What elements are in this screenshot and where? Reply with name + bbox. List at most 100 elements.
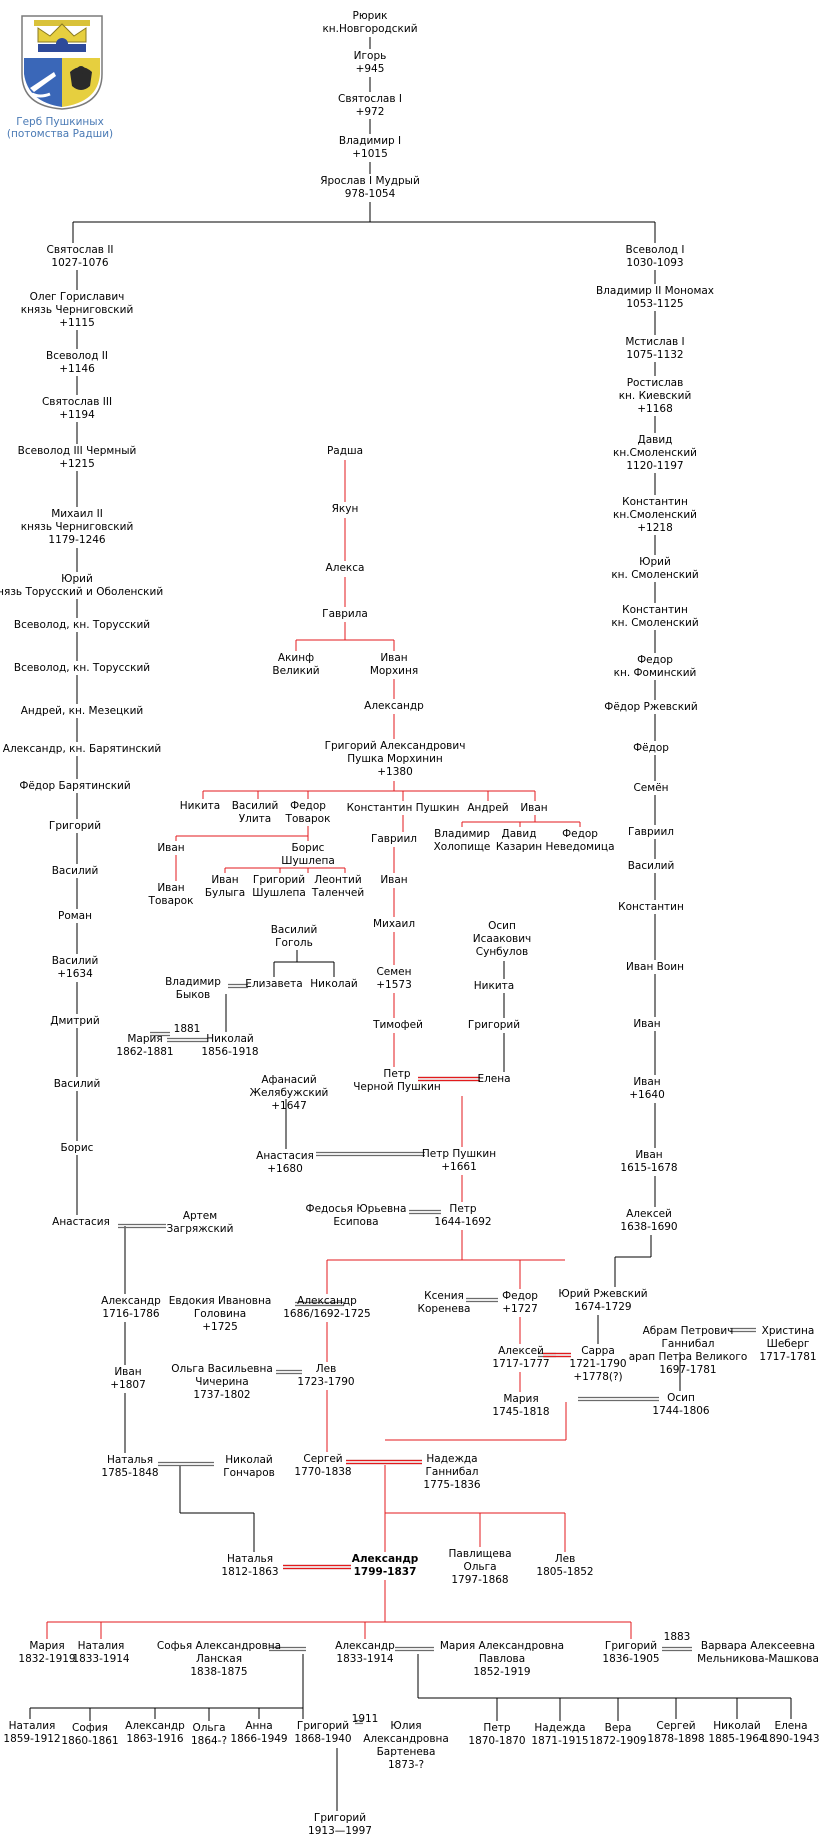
person-alexandr-m: Александр bbox=[364, 700, 424, 712]
person-yuri-r: Юрий Ржевский 1674-1729 bbox=[558, 1288, 648, 1313]
person-ivan-r3: Иван 1615-1678 bbox=[620, 1149, 678, 1174]
person-varvara: Варвара Алексеевна Мельникова-Машкова bbox=[697, 1640, 819, 1665]
person-boris-sh: Борис Шушлепа bbox=[281, 842, 335, 867]
person-aleksa: Алекса bbox=[325, 562, 365, 574]
person-vasily-l3: Василий bbox=[53, 1078, 101, 1090]
person-olga-ch: Ольга Васильевна Чичерина 1737-1802 bbox=[171, 1363, 273, 1401]
person-timofey: Тимофей bbox=[373, 1019, 423, 1031]
person-grigory-sh: Григорий Шушлепа bbox=[252, 874, 306, 899]
person-vladimir2: Владимир II Мономах 1053-1125 bbox=[595, 285, 715, 310]
person-vsevolod-t1: Всеволод, кн. Торусский bbox=[13, 619, 151, 631]
person-sofya: Софья Александровна Ланская 1838-1875 bbox=[156, 1640, 282, 1678]
person-ivan-tov: Иван Товарок bbox=[148, 882, 194, 907]
person-anastasia-zh: Анастасия +1680 bbox=[256, 1150, 314, 1175]
person-svyatoslav2: Святослав II 1027-1076 bbox=[46, 244, 114, 269]
person-semen-p: Семен +1573 bbox=[376, 966, 412, 991]
person-elena-g: Елена 1890-1943 bbox=[762, 1720, 820, 1745]
person-konst-r: Константин bbox=[618, 901, 684, 913]
person-petr-ch: Петр Черной Пушкин bbox=[353, 1068, 441, 1093]
person-vera-g: Вера 1872-1909 bbox=[589, 1722, 647, 1747]
person-alexandr-c: Александр 1833-1914 bbox=[335, 1640, 395, 1665]
person-alexey-r: Алексей 1638-1690 bbox=[620, 1208, 678, 1233]
person-sarra: Сарра 1721-1790 +1778(?) bbox=[569, 1345, 627, 1383]
person-vsevolod1: Всеволод I 1030-1093 bbox=[625, 244, 685, 269]
person-david-s: Давид кн.Смоленский 1120-1197 bbox=[612, 434, 698, 472]
person-ivan-p: Иван bbox=[520, 802, 548, 814]
person-david-k: Давид Казарин bbox=[495, 828, 543, 853]
person-rostislav: Ростислав кн. Киевский +1168 bbox=[618, 377, 692, 415]
person-vasily-r: Василий bbox=[627, 860, 675, 872]
person-vasily-l2: Василий +1634 bbox=[51, 955, 99, 980]
person-elena-s: Елена bbox=[477, 1073, 511, 1085]
person-fedosya: Федосья Юрьевна Есипова bbox=[305, 1203, 407, 1228]
person-petr-g: Петр 1870-1870 bbox=[468, 1722, 526, 1747]
person-maria-pav: Мария Александровна Павлова 1852-1919 bbox=[439, 1640, 565, 1678]
person-mstislav: Мстислав I 1075-1132 bbox=[625, 336, 685, 361]
person-gavriil-p: Гавриил bbox=[370, 833, 418, 845]
person-alexandr-g: Александр 1863-1916 bbox=[125, 1720, 185, 1745]
person-fedor-r2: Фёдор bbox=[633, 742, 669, 754]
person-semen-r: Семён bbox=[633, 782, 669, 794]
person-konst-s1: Константин кн.Смоленский +1218 bbox=[612, 496, 698, 534]
person-vladimir1: Владимир I +1015 bbox=[338, 135, 402, 160]
person-alexandr-p: Александр 1686/1692-1725 bbox=[283, 1295, 371, 1320]
person-nikolay-b: Николай 1856-1918 bbox=[201, 1033, 259, 1058]
person-grigory-s: Григорий bbox=[467, 1019, 521, 1031]
person-rurik: Рюрик кн.Новгородский bbox=[322, 10, 418, 35]
person-natalya-g: Наталья 1812-1863 bbox=[221, 1553, 279, 1578]
person-ivan-z: Иван +1807 bbox=[110, 1366, 146, 1391]
person-yaroslav: Ярослав I Мудрый 978-1054 bbox=[320, 175, 420, 200]
person-akinf: Акинф Великий bbox=[272, 652, 320, 677]
person-vasily-gog: Василий Гоголь bbox=[270, 924, 318, 949]
person-lev2: Лев 1805-1852 bbox=[536, 1553, 594, 1578]
person-yuliya: Юлия Александровна Бартенева 1873-? bbox=[363, 1720, 449, 1771]
person-svyatoslav3: Святослав III +1194 bbox=[41, 396, 113, 421]
pushkin-coat-of-arms-icon bbox=[20, 14, 104, 110]
person-natalia-g: Наталия 1859-1912 bbox=[3, 1720, 61, 1745]
person-mikhail-p: Михаил bbox=[372, 918, 416, 930]
person-ivan-m: Иван Морхиня bbox=[369, 652, 419, 677]
person-grigory-p: Григорий Александрович Пушка Морхинин +1… bbox=[324, 740, 466, 778]
person-leonty: Леонтий Таленчей bbox=[311, 874, 365, 899]
person-vsevolod-t2: Всеволод, кн. Торусский bbox=[13, 662, 151, 674]
person-olga-g: Ольга 1864-? bbox=[190, 1722, 228, 1747]
person-fedor-f: Федор кн. Фоминский bbox=[613, 654, 697, 679]
person-vsevolod3: Всеволод III Чермный +1215 bbox=[17, 445, 137, 470]
person-yuri-s: Юрий кн. Смоленский bbox=[611, 556, 699, 581]
person-grigory-c: Григорий 1836-1905 bbox=[602, 1640, 660, 1665]
person-nadezhda-g: Надежда 1871-1915 bbox=[531, 1722, 589, 1747]
person-yakun: Якун bbox=[331, 503, 359, 515]
person-alexandr-b: Александр, кн. Барятинский bbox=[2, 743, 162, 755]
person-evdokiya: Евдокия Ивановна Головина +1725 bbox=[168, 1295, 272, 1333]
person-kseniya: Ксения Коренева bbox=[417, 1290, 471, 1315]
person-nikolay-gog: Николай bbox=[310, 978, 358, 990]
person-sergey-g: Сергей 1878-1898 bbox=[647, 1720, 705, 1745]
person-vsevolod2: Всеволод II +1146 bbox=[46, 350, 108, 375]
person-boris-l: Борис bbox=[60, 1142, 94, 1154]
person-andrey-m: Андрей, кн. Мезецкий bbox=[20, 705, 144, 717]
person-gavril-r: Гавриил bbox=[627, 826, 675, 838]
person-nikita: Никита bbox=[179, 800, 221, 812]
person-abram: Абрам Петрович Ганнибал арап Петра Велик… bbox=[628, 1325, 748, 1376]
person-ivan-r2: Иван +1640 bbox=[629, 1076, 665, 1101]
person-konst-p: Константин Пушкин bbox=[346, 802, 460, 814]
person-grigory-gg: Григорий 1913—1997 bbox=[308, 1812, 372, 1837]
marriage-year: 1911 bbox=[351, 1713, 379, 1725]
person-nikita-s: Никита bbox=[473, 980, 515, 992]
person-alexandr-poet: Александр 1799-1837 bbox=[351, 1553, 419, 1578]
person-fedor-b: Фёдор Барятинский bbox=[19, 780, 131, 792]
person-alexey-p: Алексей 1717-1777 bbox=[492, 1345, 550, 1370]
person-grigory-l: Григорий bbox=[48, 820, 102, 832]
person-fedor-t: Федор Товарок bbox=[285, 800, 331, 825]
person-ivan-t: Иван bbox=[157, 842, 185, 854]
person-mikhail2: Михаил II князь Черниговский 1179-1246 bbox=[20, 508, 134, 546]
person-elizaveta: Елизавета bbox=[245, 978, 303, 990]
marriage-year: 1883 bbox=[663, 1631, 691, 1643]
person-maria-c: Мария 1832-1919 bbox=[18, 1640, 76, 1665]
person-igor: Игорь +945 bbox=[353, 50, 387, 75]
person-vasily-l1: Василий bbox=[51, 865, 99, 877]
marriage-year: 1881 bbox=[173, 1023, 201, 1035]
person-konst-s2: Константин кн. Смоленский bbox=[611, 604, 699, 629]
person-ivan-voin: Иван Воин bbox=[626, 961, 684, 973]
